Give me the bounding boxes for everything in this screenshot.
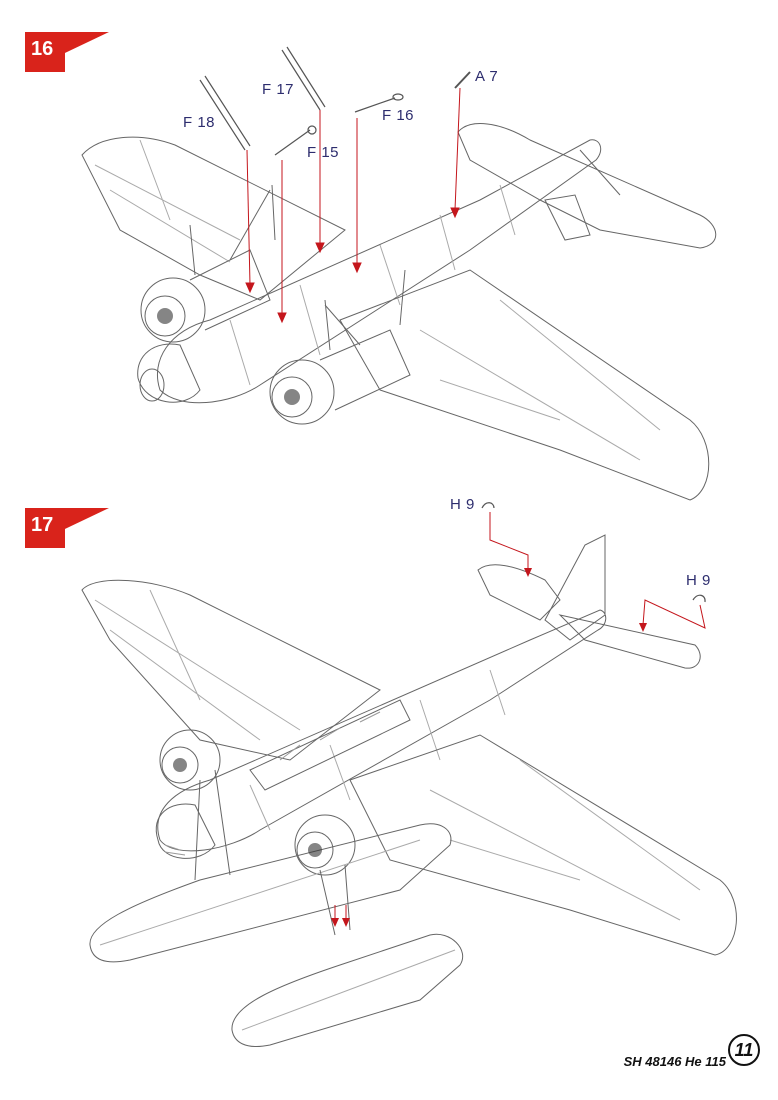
tailplane <box>457 123 717 249</box>
fuselage <box>156 139 602 404</box>
part-h9-left <box>481 502 495 509</box>
step-tag-shape <box>25 508 109 548</box>
left-engine-cowling <box>140 277 206 343</box>
left-float <box>89 823 452 963</box>
left-engine-face <box>161 746 199 784</box>
step-tag-shape <box>25 32 109 72</box>
right-engine-cowling <box>269 359 335 425</box>
part-f16 <box>354 97 396 113</box>
label-a7: A 7 <box>475 68 499 85</box>
label-f16: F 16 <box>382 107 415 124</box>
part-a7 <box>454 71 471 89</box>
label-h9-right: H 9 <box>686 572 711 589</box>
right-nacelle <box>319 329 411 411</box>
fin <box>544 194 591 241</box>
left-engine-face <box>144 295 186 337</box>
right-tailplane <box>558 614 701 669</box>
float-struts <box>194 769 351 936</box>
left-nacelle <box>189 249 271 331</box>
step-17-tag: 17 <box>25 508 109 548</box>
product-code: SH 48146 He 115 <box>623 1054 726 1069</box>
right-engine-cowling <box>294 814 356 876</box>
tail-strut <box>579 149 621 196</box>
right-engine-face <box>271 376 313 418</box>
step-17-arrows <box>334 512 706 920</box>
nose-glazing <box>155 803 216 859</box>
page-number: 11 <box>728 1034 760 1066</box>
part-h9-right <box>692 594 706 603</box>
part-f17 <box>281 46 326 111</box>
left-tailplane <box>477 564 561 621</box>
right-wing <box>349 734 737 956</box>
right-engine-face <box>296 831 334 869</box>
float-struts <box>189 184 406 351</box>
nose-gun-opening <box>139 368 165 402</box>
cockpit-opening <box>249 699 411 791</box>
left-wing <box>81 136 346 301</box>
label-f15: F 15 <box>307 144 340 161</box>
left-engine-cowling <box>159 729 221 791</box>
label-f18: F 18 <box>183 114 216 131</box>
part-f15 <box>274 129 311 156</box>
step-17-number: 17 <box>31 514 54 536</box>
nose-glazing <box>137 343 201 403</box>
label-h9-left: H 9 <box>450 496 475 513</box>
right-wing <box>339 269 710 501</box>
step-16-arrows <box>245 87 461 324</box>
fuselage <box>157 609 607 852</box>
vertical-fin <box>544 534 606 641</box>
part-f18 <box>199 75 251 151</box>
left-wing <box>81 579 381 761</box>
right-float <box>231 933 464 1047</box>
step-16-number: 16 <box>31 38 54 60</box>
step-16-tag: 16 <box>25 32 109 72</box>
label-f17: F 17 <box>262 81 295 98</box>
